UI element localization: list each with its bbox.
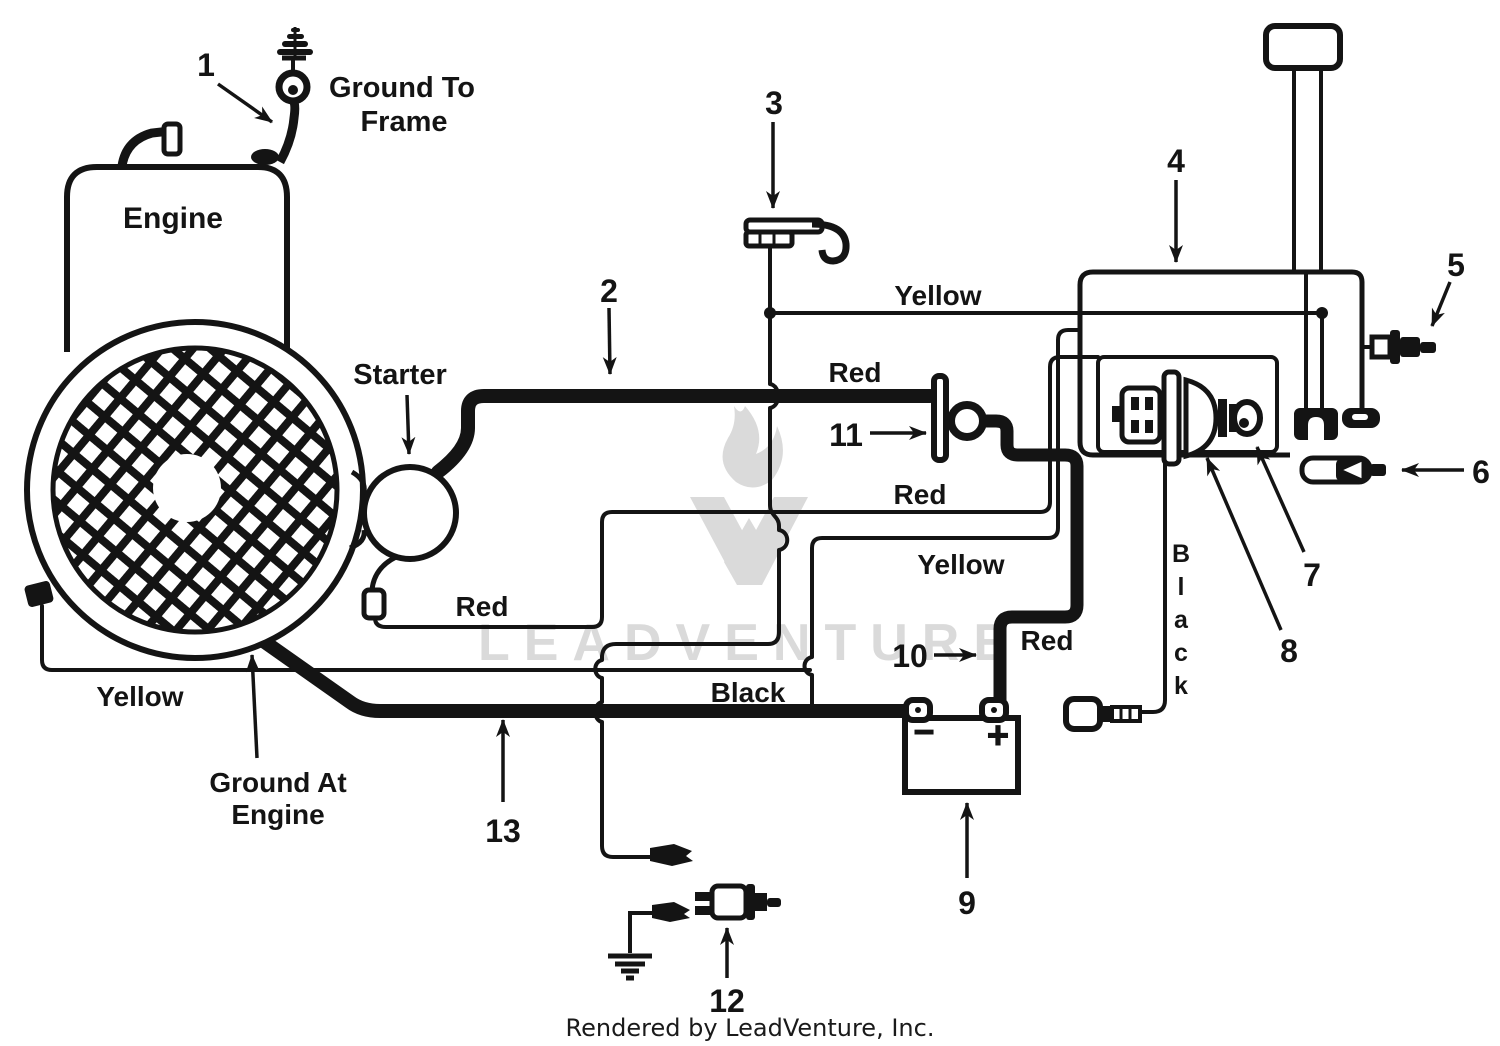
red-wire-starter-return [373,355,1100,629]
fuse-holder [1299,455,1386,485]
key-handle [1263,23,1343,272]
red-starter-label: Red [456,591,509,622]
switch-key [1231,399,1263,437]
callout-3-number: 3 [765,85,783,121]
starter-label: Starter [353,359,447,391]
flywheel [24,319,366,661]
ground-to-frame-line1: Ground To [329,72,475,104]
black-wire-switch [1140,453,1167,714]
callout-5-number: 5 [1447,247,1465,283]
black-wire-bolt-connector [1063,696,1142,732]
ground-lug [251,149,279,165]
black-bottom-label: Black [711,677,786,708]
black-cable-ground [255,633,913,718]
red-battery-label: Red [1021,625,1074,656]
switch-terminal-connectors [1294,408,1380,440]
switch-body [1183,376,1219,460]
red-mid-label: Red [894,479,947,510]
battery-minus-sign: − [913,711,934,752]
ground-at-engine-arrow [245,654,260,759]
ground-symbol-bottom-icon [608,953,652,981]
red-cable-starter-to-breaker [431,389,937,479]
ground-to-frame-line2: Frame [360,106,447,138]
callout-2-number: 2 [600,273,618,309]
engine-fitting [161,121,183,157]
callout-9-number: 9 [958,885,976,921]
spark-plug-cap [743,217,850,265]
starter-lower-terminal [361,587,387,621]
starter-arrow [401,394,416,455]
ground-to-frame-assembly [275,27,313,165]
harness-connector-5 [1369,330,1436,364]
ignition-switch [1112,369,1263,467]
callout-12-number: 12 [709,983,745,1019]
battery: − + [902,697,1021,795]
callout-10-number: 10 [892,638,928,674]
starter-lower-lead [369,554,398,591]
callout-8-number: 8 [1280,633,1298,669]
ground-at-engine-line2: Engine [231,799,324,830]
engine-label: Engine [123,202,223,235]
circuit-breaker [931,373,987,463]
red-cable-breaker-to-battery [978,414,1084,709]
render-caption: Rendered by LeadVenture, Inc. [566,1014,935,1042]
interlock-switch [695,883,781,921]
callout-6-number: 6 [1472,454,1490,490]
kill-wire [593,245,790,859]
ground-lead-spade-connector [652,902,690,922]
yellow-bottom-label: Yellow [96,681,183,712]
flywheel-left-terminal [24,581,54,607]
ground-wire [276,97,300,165]
junction-dot-top [764,307,776,319]
starter-motor [349,464,459,621]
engine-block [64,121,290,352]
yellow-wire-bottom [40,604,812,672]
yellow-wire-mid [802,328,1082,709]
callout-4-number: 4 [1167,143,1185,179]
switch-connector-block [1119,385,1163,445]
callout-7-number: 7 [1303,557,1321,593]
callout-7-arrow [1255,446,1306,553]
engine-fuel-line [117,126,171,167]
watermark-flame-icon [722,406,783,488]
callout-13-number: 13 [485,813,521,849]
flywheel-hub [153,454,221,522]
yellow-mid-label: Yellow [917,549,1004,580]
callout-2-arrow [602,307,617,375]
black-vertical-label: Black [1167,540,1195,705]
junction-dot-switch [1316,307,1328,319]
callout-5-arrow [1430,281,1452,327]
callout-11-number: 11 [829,417,863,453]
red-top-label: Red [829,357,882,388]
yellow-top-label: Yellow [894,280,981,311]
callout-1-number: 1 [197,47,215,83]
ground-lead [608,902,690,981]
ground-at-engine-line1: Ground At [209,767,346,798]
callout-1-arrow [216,82,274,124]
battery-plus-sign: + [987,715,1009,757]
callout-8-arrow [1205,457,1283,631]
kill-wire-spade-connector [650,844,693,866]
switch-bracket [1161,369,1182,467]
